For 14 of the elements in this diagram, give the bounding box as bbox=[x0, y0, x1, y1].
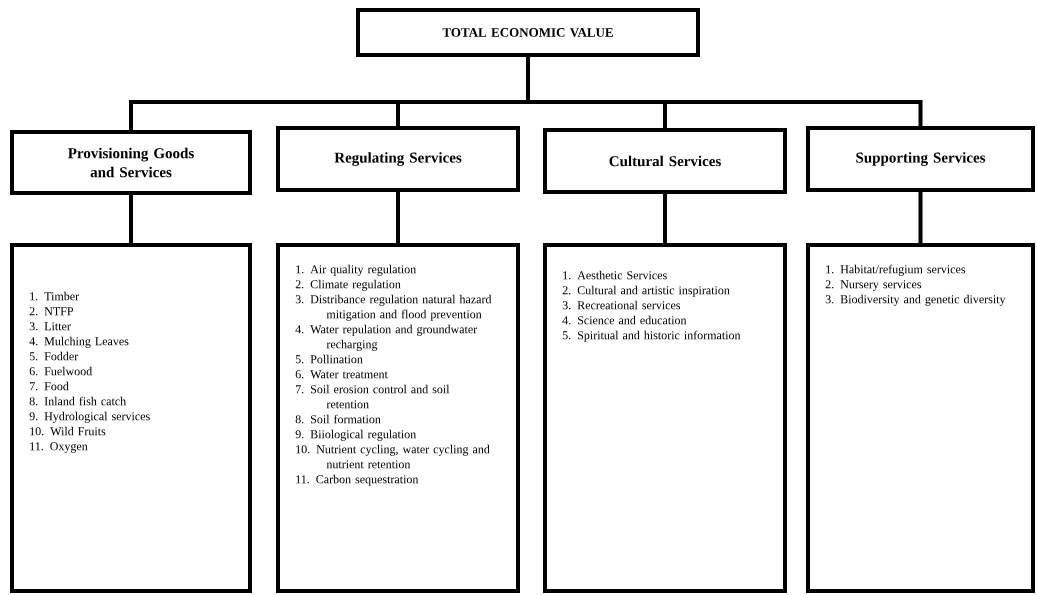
category-box: Provisioning Goods and Services bbox=[10, 130, 252, 195]
connector-line bbox=[129, 195, 133, 243]
category-box: Cultural Services bbox=[543, 128, 787, 194]
title-box: TOTAL ECONOMIC VALUE bbox=[356, 8, 700, 57]
connector-line bbox=[918, 192, 923, 243]
connector-line bbox=[663, 194, 667, 243]
list-box: 1. Air quality regulation 2. Climate regulation 3. Distribance regulation natural hazard mitigation and flood prevention 4. Water repulation and groundwater recharging 5. Pollination 6. Water treatment 7. Soil erosion control and soil retention 8. Soil formation 9. Biiological regulation 10. Nutrient cycling, water cycling and nutrient retention 11. Carbon sequestration bbox=[276, 243, 520, 593]
connector-line bbox=[526, 57, 923, 126]
connector-line bbox=[396, 192, 400, 243]
list-box: 1. Aesthetic Services 2. Cultural and artistic inspiration 3. Recreational services 4. Science and education 5. Spiritual and historic information bbox=[543, 243, 787, 593]
category-box: Regulating Services bbox=[276, 126, 520, 192]
category-box: Supporting Services bbox=[806, 126, 1035, 192]
list-box: 1. Timber 2. NTFP 3. Litter 4. Mulching Leaves 5. Fodder 6. Fuelwood 7. Food 8. Inland fish catch 9. Hydrological services 10. Wild Fruits 11. Oxygen bbox=[10, 243, 252, 593]
list-box: 1. Habitat/refugium services 2. Nursery services 3. Biodiversity and genetic diversity bbox=[806, 243, 1035, 593]
